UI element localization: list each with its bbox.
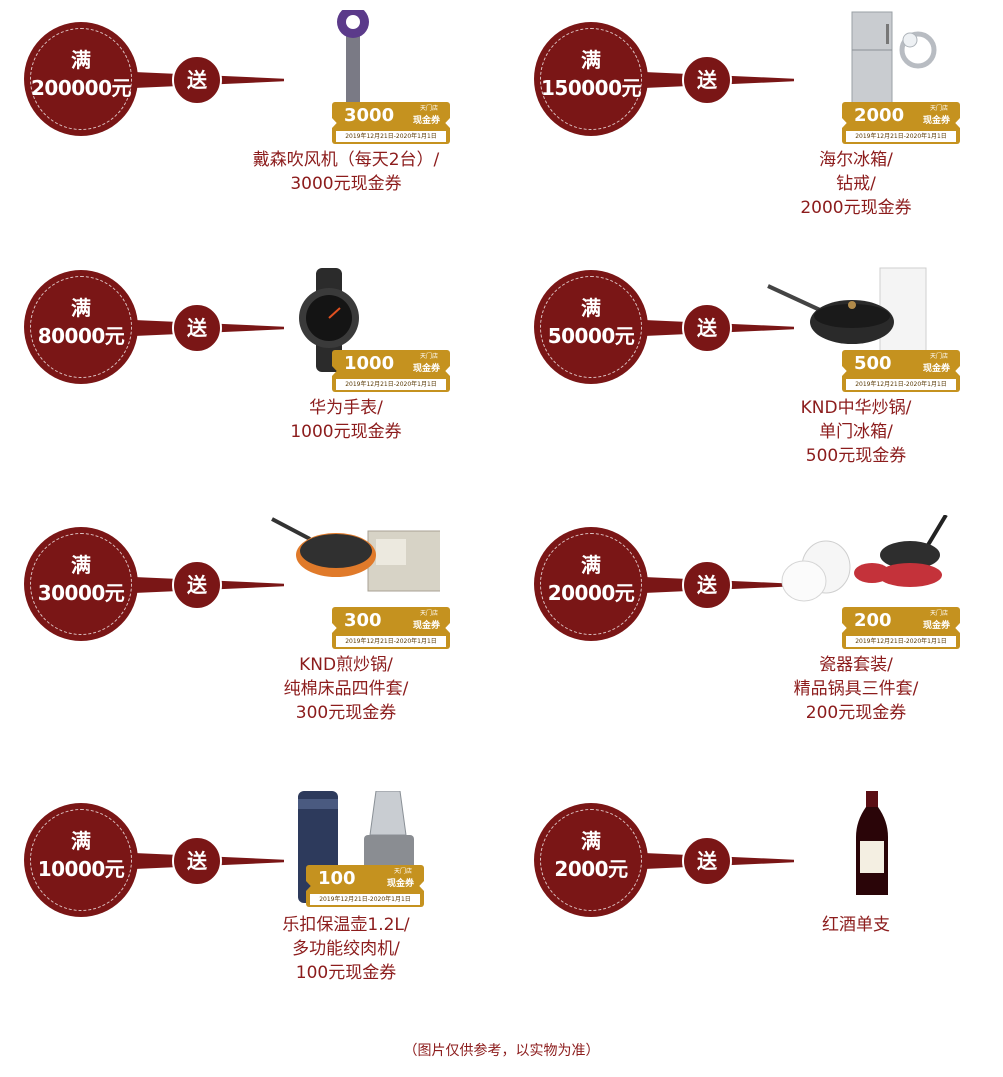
- tier-10000: 满 10000元 送 100 天门店 现金券 2019年12月21日-2020年…: [0, 790, 480, 1043]
- threshold-badge: 满 150000元: [534, 22, 648, 136]
- gift-description: KND煎炒锅/ 纯棉床品四件套/ 300元现金券: [283, 655, 409, 723]
- gift-badge: 送: [682, 303, 732, 353]
- gift-badge: 送: [682, 560, 732, 610]
- coupon-ticket: 1000 天门店 现金券 2019年12月21日-2020年1月1日: [332, 350, 450, 392]
- tier-50000: 满 50000元 送 500 天门店 现金券 2019年12月21日-2020年…: [510, 267, 990, 510]
- footnote: （图片仅供参考，以实物为准）: [403, 1043, 600, 1059]
- coupon-ticket: 500 天门店 现金券 2019年12月21日-2020年1月1日: [842, 350, 960, 392]
- tier-20000: 满 20000元 送 200 天门店 现金券 2019年12月21日-2020年…: [510, 513, 990, 767]
- tier-80000: 满 80000元 送 1000 天门店 现金券 2019年12月21日-2020…: [0, 268, 480, 510]
- watch-icon: [250, 258, 440, 388]
- tier-30000: 满 30000元 送 300 天门店 现金券 2019年12月21日-2020年…: [0, 517, 480, 767]
- gift-badge: 送: [172, 836, 222, 886]
- coupon-ticket: 200 天门店 现金券 2019年12月21日-2020年1月1日: [842, 607, 960, 649]
- threshold-badge: 满 200000元: [24, 22, 138, 136]
- threshold-badge: 满 50000元: [534, 270, 648, 384]
- wine-bottle-icon: [760, 777, 950, 921]
- tier-150000: 满 150000元 送 2000 天门店 现金券 2019年12月21日-202…: [510, 11, 990, 262]
- coupon-ticket: 2000 天门店 现金券 2019年12月21日-2020年1月1日: [842, 102, 960, 144]
- gift-badge: 送: [172, 560, 222, 610]
- gift-description: 海尔冰箱/ 钻戒/ 2000元现金券: [800, 150, 912, 218]
- threshold-badge: 满 80000元: [24, 270, 138, 384]
- gift-badge: 送: [172, 55, 222, 105]
- gift-description: 华为手表/ 1000元现金券: [290, 398, 402, 442]
- gift-badge: 送: [682, 55, 732, 105]
- coupon-ticket: 3000 天门店 现金券 2019年12月21日-2020年1月1日: [332, 102, 450, 144]
- gift-badge: 送: [172, 303, 222, 353]
- wok-fridge-icon: [760, 258, 950, 388]
- threshold-badge: 满 10000元: [24, 803, 138, 917]
- threshold-badge: 满 20000元: [534, 527, 648, 641]
- pan-bedding-icon: [250, 515, 449, 645]
- gift-description: 瓷器套装/ 精品锅具三件套/ 200元现金券: [793, 655, 919, 723]
- threshold-badge: 满 30000元: [24, 527, 138, 641]
- coupon-ticket: 300 天门店 现金券 2019年12月21日-2020年1月1日: [332, 607, 450, 649]
- dishes-cookware-icon: [760, 513, 950, 645]
- tier-200000: 满 200000元 送 3000 天门店 现金券 2019年12月21日-202…: [0, 6, 480, 262]
- gift-description: 戴森吹风机（每天2台）/ 3000元现金券: [252, 150, 440, 194]
- threshold-badge: 满 2000元: [534, 803, 648, 917]
- gift-description: 乐扣保温壶1.2L/ 多功能绞肉机/ 100元现金券: [282, 915, 410, 983]
- coupon-ticket: 100 天门店 现金券 2019年12月21日-2020年1月1日: [306, 865, 424, 907]
- gift-badge: 送: [682, 836, 732, 886]
- gift-description: KND中华炒锅/ 单门冰箱/ 500元现金券: [800, 398, 912, 466]
- gift-description: 红酒单支: [822, 915, 890, 935]
- tier-2000: 满 2000元 送 红酒单支: [510, 777, 990, 1043]
